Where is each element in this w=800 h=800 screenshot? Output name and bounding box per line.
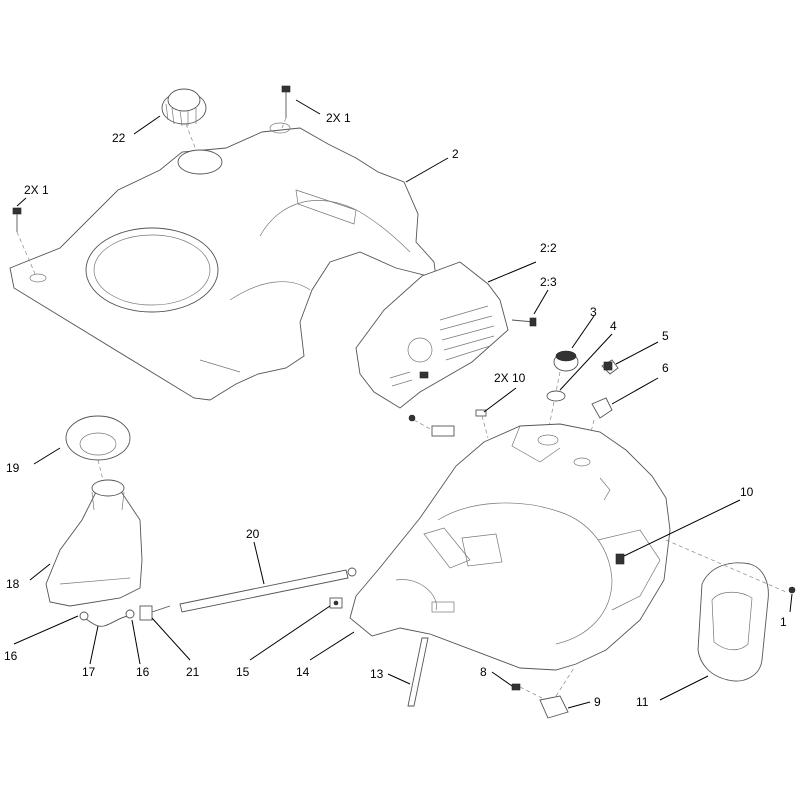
part-11-side-panel <box>665 539 796 682</box>
part-17-fuel-hose <box>81 615 129 627</box>
callout-17: 17 <box>82 665 96 679</box>
callout-2-2: 2:2 <box>540 241 557 255</box>
callout-10: 10 <box>740 485 754 499</box>
callout-16-mid: 16 <box>136 665 150 679</box>
callout-6: 6 <box>662 361 669 375</box>
part-21-fuel-filter <box>139 605 171 621</box>
callout-9: 9 <box>594 695 601 709</box>
callout-22: 22 <box>112 131 126 145</box>
part-10-clip-b <box>408 414 455 437</box>
callout-8: 8 <box>480 665 487 679</box>
callout-20: 20 <box>246 527 260 541</box>
part-22-fuel-cap <box>161 88 207 151</box>
part-2-3-screw <box>511 317 537 327</box>
part-14-lower-housing <box>349 423 671 671</box>
part-5-cap <box>601 359 619 375</box>
callout-2x10: 2X 10 <box>494 371 526 385</box>
part-16-clamp-left <box>79 611 89 621</box>
part-9-bracket <box>539 667 575 719</box>
part-2-top-cover <box>9 122 437 401</box>
part-20-fuel-line <box>179 567 357 613</box>
callout-5: 5 <box>662 329 669 343</box>
part-18-fuel-tank <box>45 479 143 607</box>
callout-14: 14 <box>296 665 310 679</box>
part-2-2-grille-panel <box>355 261 509 409</box>
callout-19: 19 <box>6 461 20 475</box>
callout-2x1-top: 2X 1 <box>326 111 351 125</box>
part-6-switch <box>583 397 613 461</box>
callout-21: 21 <box>186 665 200 679</box>
callout-13: 13 <box>370 667 384 681</box>
callout-15: 15 <box>236 665 250 679</box>
callout-16-left: 16 <box>4 649 18 663</box>
callout-2: 2 <box>452 147 459 161</box>
part-16-clamp-mid <box>125 609 135 619</box>
part-8-screw <box>511 683 543 699</box>
part-4-washer <box>546 390 566 433</box>
callout-1: 1 <box>780 615 787 629</box>
callout-11: 11 <box>636 695 649 709</box>
part-3-plug <box>553 350 579 393</box>
callout-18: 18 <box>6 577 20 591</box>
part-15-fitting <box>329 597 343 609</box>
part-13-rod <box>407 637 429 707</box>
part-19-ring <box>65 415 131 485</box>
callout-3: 3 <box>590 305 597 319</box>
part-1-screw-left <box>12 207 37 277</box>
callout-2x1-left: 2X 1 <box>24 183 49 197</box>
callout-4: 4 <box>610 319 617 333</box>
part-10-clip-a <box>475 409 489 439</box>
leader-lines <box>13 99 793 709</box>
part-1-screw-top <box>281 85 291 129</box>
callout-2-3: 2:3 <box>540 275 557 289</box>
